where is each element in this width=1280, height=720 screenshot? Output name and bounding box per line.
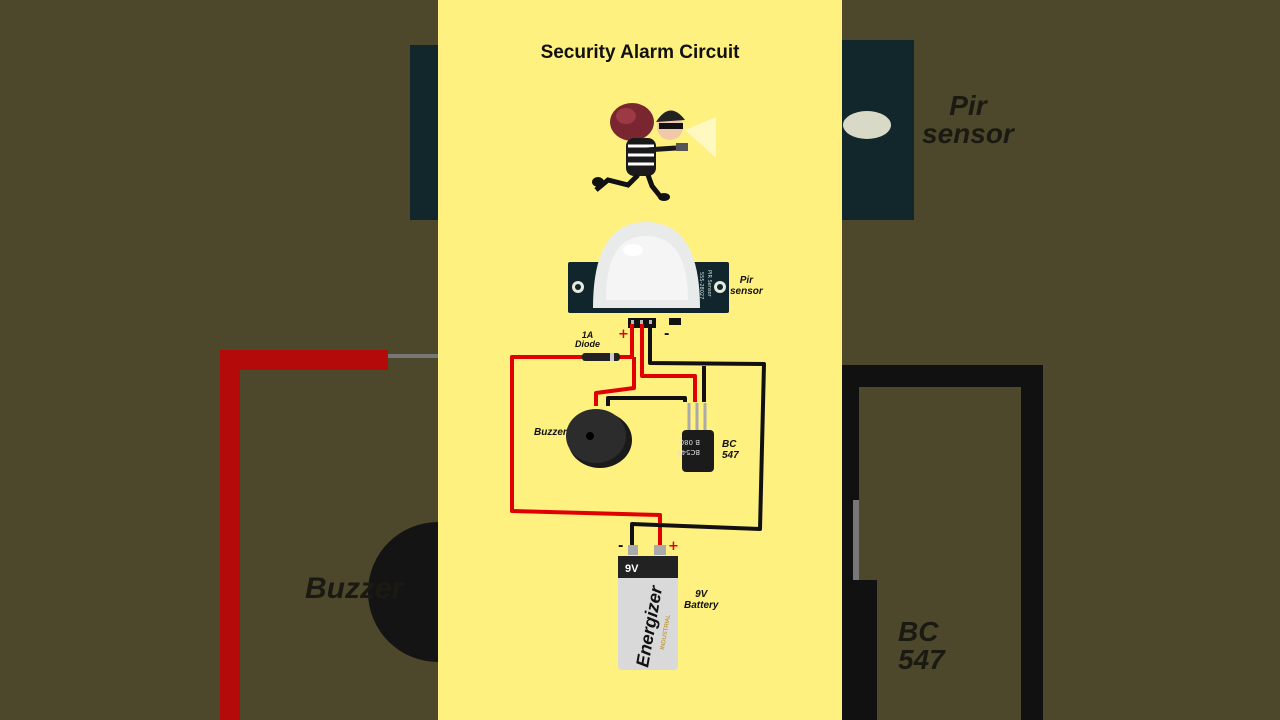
pir-board-code: 555-28027 (698, 272, 704, 299)
9v-battery: 9V Energizer INDUSTRIAL (618, 545, 678, 670)
diagram-panel: Security Alarm Circuit (438, 0, 842, 720)
background-right-art (842, 40, 1043, 720)
bc547-transistor: BC547 B 080 (677, 403, 714, 472)
pir-board-marking: PIR Sensor (706, 270, 712, 298)
background-bc547-label: BC 547 (898, 616, 945, 675)
pir-plus-sign: + (618, 327, 629, 342)
background-right: Pir sensor BC 547 (842, 0, 1280, 720)
pir-sensor-label: Pir sensor (730, 275, 763, 297)
background-left: Buzzer (0, 0, 438, 720)
battery-plus-sign: + (668, 539, 679, 554)
buzzer-label: Buzzer (534, 427, 567, 438)
battery-voltage-marking: 9V (625, 563, 639, 575)
negative-wires (606, 324, 766, 549)
battery-label: 9V Battery (684, 589, 719, 611)
thief-illustration (592, 103, 716, 201)
buzzer (566, 409, 632, 468)
diagram-title: Security Alarm Circuit (540, 42, 740, 63)
background-left-art (220, 45, 438, 720)
circuit-diagram: PIR Sensor 555-28027 (510, 103, 766, 670)
battery-minus-sign: - (618, 539, 624, 554)
diode-label: 1A Diode (575, 330, 601, 350)
pir-minus-sign: - (664, 327, 670, 342)
transistor-lot-marking: B 080 (680, 438, 700, 446)
transistor-code-marking: BC547 (677, 448, 700, 456)
bc547-label: BC 547 (722, 439, 739, 461)
background-pir-label: Pir sensor (922, 90, 1014, 149)
pir-sensor: PIR Sensor 555-28027 (568, 222, 729, 328)
diode (582, 353, 620, 361)
background-buzzer-label: Buzzer (305, 572, 404, 605)
